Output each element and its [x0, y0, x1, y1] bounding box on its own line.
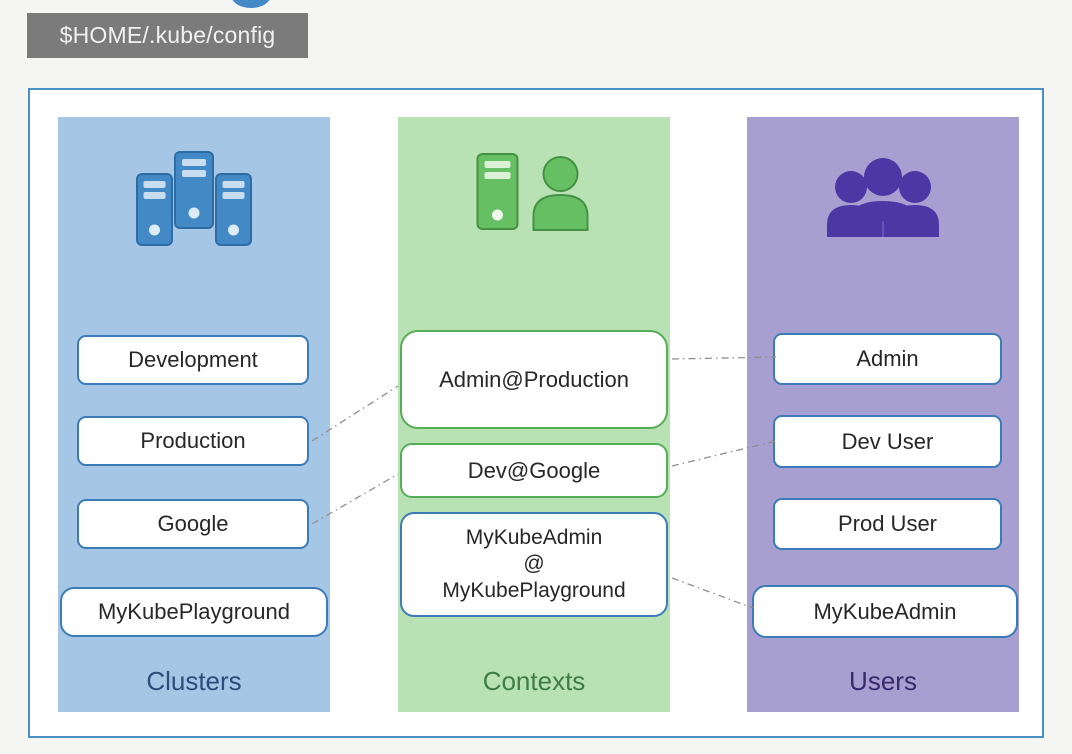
user-box-admin: Admin — [773, 333, 1002, 385]
context-box-label: Admin@Production — [439, 366, 629, 392]
users-column-label: Users — [849, 666, 917, 696]
diagram-frame: Development Production Google MyKubePlay… — [28, 88, 1044, 738]
context-box-mykubeadmin-mykubeplayground: MyKubeAdmin @ MyKubePlayground — [400, 512, 668, 617]
user-box-dev-user: Dev User — [773, 415, 1002, 468]
user-box-mykubeadmin: MyKubeAdmin — [752, 585, 1018, 638]
user-box-label: Dev User — [841, 428, 934, 454]
cluster-box-label: Production — [140, 428, 246, 454]
cluster-box-mykubeplayground: MyKubePlayground — [60, 587, 328, 637]
context-box-label-line: MyKubePlayground — [442, 578, 626, 602]
cluster-box-label: MyKubePlayground — [97, 599, 290, 625]
kubeconfig-path-text: $HOME/.kube/config — [59, 22, 276, 48]
clusters-column-label: Clusters — [146, 666, 242, 696]
context-box-admin-production: Admin@Production — [400, 330, 668, 429]
kubeconfig-path-label: $HOME/.kube/config — [27, 13, 308, 58]
kubernetes-logo-fragment-icon — [231, 0, 271, 8]
context-box-label: Dev@Google — [467, 457, 601, 483]
user-box-label: Admin — [856, 346, 919, 372]
cluster-box-label: Google — [157, 511, 229, 537]
users-column: Admin Dev User Prod User MyKubeAdmin Use… — [747, 117, 1019, 712]
cluster-box-google: Google — [77, 499, 309, 549]
user-box-label: MyKubeAdmin — [813, 598, 957, 624]
user-box-label: Prod User — [837, 511, 938, 537]
server-cluster-icon — [136, 151, 252, 246]
context-box-label-line: MyKubeAdmin — [465, 526, 603, 550]
server-user-icon — [476, 153, 589, 231]
cluster-box-development: Development — [77, 335, 309, 385]
contexts-column: Admin@Production Dev@Google MyKubeAdmin … — [398, 117, 670, 712]
cluster-box-label: Development — [128, 347, 258, 373]
contexts-column-label: Contexts — [482, 666, 586, 696]
user-group-icon — [827, 158, 939, 237]
context-box-dev-google: Dev@Google — [400, 443, 668, 498]
user-box-prod-user: Prod User — [773, 498, 1002, 550]
context-box-label-line: @ — [523, 552, 545, 576]
clusters-column: Development Production Google MyKubePlay… — [58, 117, 330, 712]
cluster-box-production: Production — [77, 416, 309, 466]
